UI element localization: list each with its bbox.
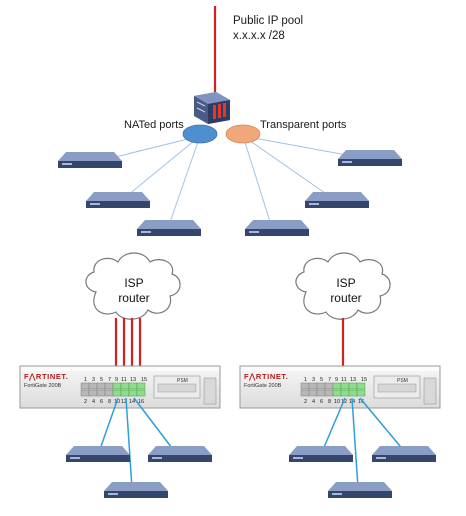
router-label: router	[118, 291, 149, 305]
host-icon	[86, 192, 150, 208]
nated-ports-label: NATed ports	[124, 119, 184, 131]
port-number: 2	[304, 399, 307, 405]
port-number: 8	[328, 399, 331, 405]
port-number: 4	[92, 399, 95, 405]
host-icon	[338, 150, 402, 166]
port-number: 15	[361, 377, 367, 383]
port-numbers-top: 1 3 5 7 9 11 13 15	[84, 377, 147, 383]
host-icon	[58, 152, 122, 168]
nat-port-ellipse	[182, 124, 218, 144]
port-number: 11	[341, 377, 347, 383]
port-numbers-bottom: 2 4 6 8 10 12 14 16	[304, 399, 364, 405]
port-number: 4	[312, 399, 315, 405]
port-number: 13	[130, 377, 136, 383]
host-icon	[137, 220, 201, 236]
port-number: 1	[84, 377, 87, 383]
bottom-right-scenario: ISP router F⋀RTINET. FortiGate 200B 1 3 …	[239, 252, 441, 498]
port-number: 16	[138, 399, 144, 405]
fortinet-logo: F⋀RTINET.	[244, 372, 288, 381]
transparent-links	[242, 135, 375, 229]
host-icon	[328, 482, 392, 498]
lan-links	[98, 397, 176, 489]
router-label: router	[330, 291, 361, 305]
lan-link	[125, 397, 133, 489]
port-number: 15	[141, 377, 147, 383]
isp-label: ISP	[124, 276, 143, 290]
public-ip-pool-label: Public IP pool	[233, 15, 303, 27]
psm-label: PSM	[177, 378, 188, 384]
host-icon	[66, 446, 130, 462]
lan-link	[359, 397, 406, 453]
bottom-left-scenario: ISP router F⋀RTINET. FortiGate 200B 1 3 …	[19, 252, 221, 498]
fortigate-model-label: FortiGate 200B	[24, 383, 62, 389]
isp-cloud-icon	[295, 252, 391, 320]
host-icon	[372, 446, 436, 462]
lan-link	[351, 397, 359, 489]
port-number: 11	[121, 377, 127, 383]
transparent-port-ellipse	[225, 124, 261, 144]
port-number: 10	[334, 399, 340, 405]
port-number: 2	[84, 399, 87, 405]
port-number: 9	[115, 377, 118, 383]
transparent-ports-label: Transparent ports	[260, 119, 347, 131]
port-number: 1	[304, 377, 307, 383]
host-icon	[148, 446, 212, 462]
lan-links	[321, 397, 406, 489]
port-number: 3	[92, 377, 95, 383]
port-grid	[80, 382, 146, 397]
fortinet-logo: F⋀RTINET.	[24, 372, 68, 381]
host-icon	[289, 446, 353, 462]
lan-link	[321, 397, 346, 453]
port-number: 6	[100, 399, 103, 405]
port-number: 6	[320, 399, 323, 405]
port-number: 12	[121, 399, 127, 405]
port-grid	[300, 382, 366, 397]
port-number: 7	[328, 377, 331, 383]
nat-links	[94, 135, 201, 229]
port-number: 5	[100, 377, 103, 383]
lan-link	[133, 397, 176, 453]
fortigate-model-label: FortiGate 200B	[244, 383, 282, 389]
firewall-icon	[194, 92, 230, 124]
port-numbers-top: 1 3 5 7 9 11 13 15	[304, 377, 367, 383]
lan-link	[98, 397, 119, 453]
transparent-link	[242, 135, 336, 201]
port-number: 5	[320, 377, 323, 383]
port-number: 14	[129, 399, 135, 405]
nat-link	[167, 135, 201, 229]
port-number: 3	[312, 377, 315, 383]
port-number: 8	[108, 399, 111, 405]
fortigate-device: F⋀RTINET. FortiGate 200B 1 3 5 7 9 11 13…	[239, 365, 441, 409]
transparent-link	[242, 135, 273, 229]
host-icon	[104, 482, 168, 498]
public-ip-subnet-label: x.x.x.x /28	[233, 30, 285, 42]
host-icon	[305, 192, 369, 208]
nat-link	[121, 135, 201, 201]
port-number: 16	[358, 399, 364, 405]
host-icon	[245, 220, 309, 236]
port-number: 13	[350, 377, 356, 383]
top-scenario: Public IP pool x.x.x.x /28 NAT	[58, 6, 402, 236]
port-number: 9	[335, 377, 338, 383]
psm-label: PSM	[397, 378, 408, 384]
port-number: 7	[108, 377, 111, 383]
fortigate-device: F⋀RTINET. FortiGate 200B 1 3 5 7 9 11 13…	[19, 365, 221, 409]
isp-label: ISP	[336, 276, 355, 290]
